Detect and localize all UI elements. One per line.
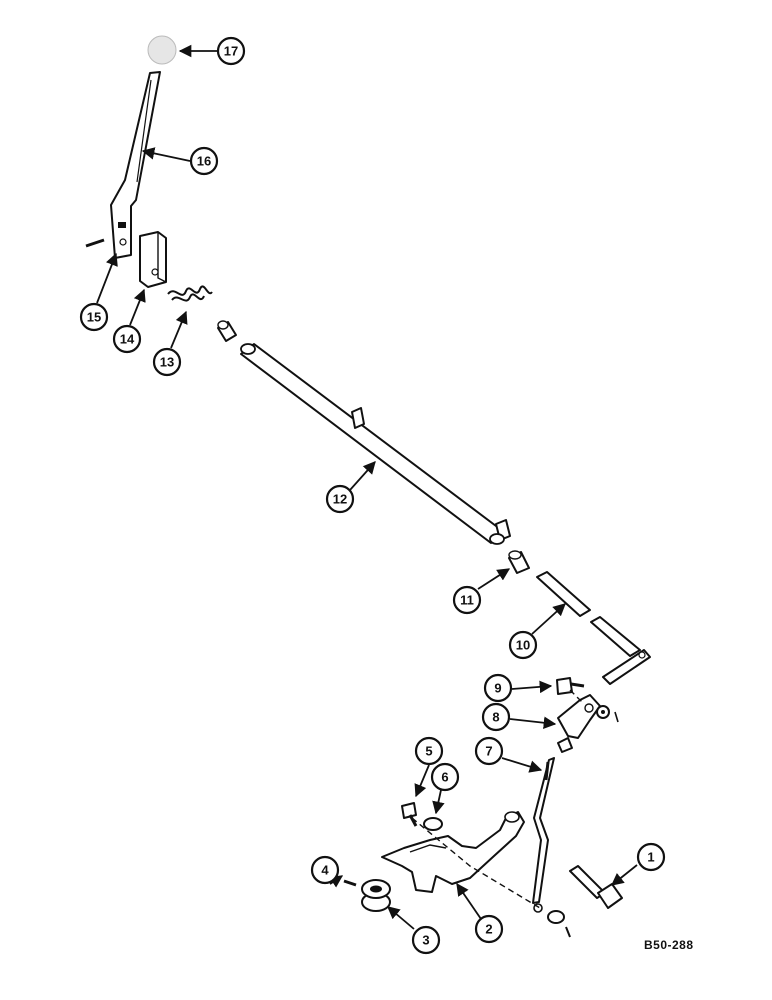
- leader-1: [611, 864, 638, 886]
- part-12-shaft: [240, 343, 511, 545]
- callout-label: 16: [197, 154, 211, 169]
- leader-16: [141, 147, 191, 162]
- leader-6: [432, 789, 445, 815]
- callout-16: 16: [189, 146, 219, 176]
- drawing-code: B50-288: [644, 938, 694, 952]
- callout-15: 15: [79, 302, 109, 332]
- leader-13: [170, 310, 188, 349]
- leader-5: [414, 764, 430, 798]
- part-9-bolt: [556, 677, 585, 695]
- callout-label: 4: [321, 863, 329, 878]
- callout-label: 10: [516, 638, 530, 653]
- clevis-hardware: [533, 903, 571, 938]
- callout-label: 8: [492, 710, 499, 725]
- callout-12: 12: [325, 484, 355, 514]
- callout-5: 5: [414, 736, 444, 766]
- callout-11: 11: [452, 585, 482, 615]
- callout-label: 7: [485, 744, 492, 759]
- callout-label: 11: [460, 593, 474, 608]
- callout-13: 13: [152, 347, 182, 377]
- callout-label: 12: [333, 492, 347, 507]
- part-3-grommet: [361, 879, 391, 912]
- callout-3: 3: [411, 925, 441, 955]
- callout-17: 17: [216, 36, 246, 66]
- part-5-pin: [401, 802, 418, 827]
- part-13-spring: [167, 285, 213, 302]
- leader-3: [387, 906, 415, 930]
- callout-label: 9: [494, 681, 501, 696]
- assembly-line: [569, 689, 585, 705]
- part-17-knob: [147, 35, 177, 65]
- part-16-lever: [85, 71, 161, 259]
- callout-label: 3: [422, 933, 429, 948]
- callout-7: 7: [474, 736, 504, 766]
- callout-label: 13: [160, 355, 174, 370]
- callout-label: 5: [425, 744, 432, 759]
- part-11-bushing-lower: [508, 550, 530, 574]
- callout-10: 10: [508, 630, 538, 660]
- leader-7: [501, 757, 543, 773]
- callout-4: 4: [310, 855, 340, 885]
- leader-9: [511, 680, 553, 694]
- leader-10: [531, 603, 566, 635]
- leader-4: [329, 875, 344, 888]
- callout-label: 2: [485, 922, 492, 937]
- part-4-cotter-pin: [343, 879, 357, 887]
- part-6-washer: [423, 817, 443, 831]
- callout-14: 14: [112, 324, 142, 354]
- part-11-bushing-upper: [217, 320, 237, 342]
- part-7-rod: [532, 757, 555, 904]
- leader-12: [349, 461, 376, 491]
- callout-1: 1: [636, 842, 666, 872]
- callout-label: 15: [87, 310, 101, 325]
- part-8-bellcrank: [557, 694, 619, 753]
- part-1-bolt: [569, 865, 623, 909]
- leader-15: [96, 252, 118, 304]
- callout-6: 6: [430, 762, 460, 792]
- leader-2: [456, 882, 482, 920]
- leader-14: [129, 288, 146, 326]
- leader-11: [477, 568, 511, 590]
- assembly-line: [411, 817, 541, 909]
- part-14-block: [139, 231, 167, 288]
- callout-label: 14: [120, 332, 135, 347]
- leader-8: [509, 716, 557, 730]
- callout-2: 2: [474, 914, 504, 944]
- part-10-rod: [536, 571, 651, 685]
- callout-9: 9: [483, 673, 513, 703]
- callout-label: 1: [647, 850, 654, 865]
- callout-label: 17: [224, 44, 238, 59]
- callout-label: 6: [441, 770, 448, 785]
- callout-8: 8: [481, 702, 511, 732]
